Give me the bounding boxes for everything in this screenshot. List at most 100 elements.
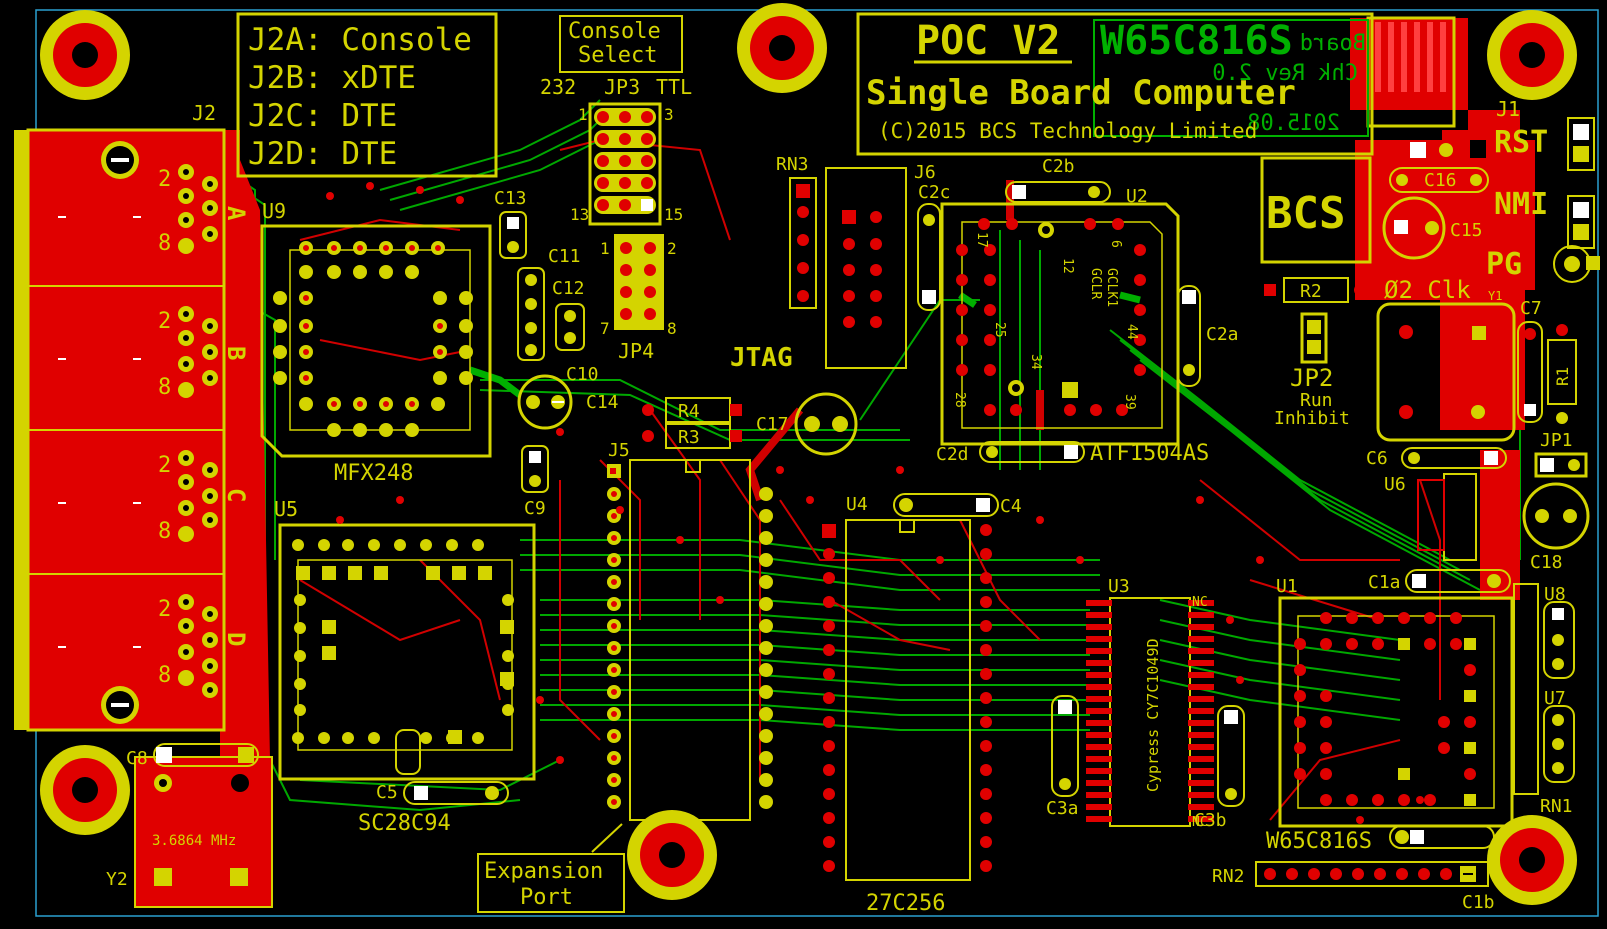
u9-ref: U9 (262, 199, 286, 223)
jp3-pin3: 3 (664, 105, 674, 124)
jp4-pin1: 1 (600, 239, 610, 258)
u8-u7-rn1: U8 U7 RN1 (1513, 583, 1575, 817)
pg-label[interactable]: PG (1486, 247, 1522, 282)
u7-label: U7 (1544, 688, 1566, 709)
u9-mfx248: U9 MFX248 (260, 199, 492, 486)
j2a-pin2: 2 (158, 167, 171, 192)
jp4-pin2: 2 (667, 239, 677, 258)
jp2-run: Run (1300, 390, 1333, 411)
u5-sc28c94: U5 SC28C94 (274, 497, 536, 836)
u1-ref: U1 (1276, 576, 1298, 597)
pld-pin44: 44 (1124, 324, 1139, 340)
j2a-pin8: 8 (158, 231, 171, 256)
r2-label: R2 (1300, 281, 1322, 302)
capacitor-group-left: C13 C11 C12 C10 C14 C9 (494, 188, 619, 519)
c2a-label: C2a (1206, 324, 1239, 345)
c7-r1: C7 R1 (1517, 298, 1577, 424)
jp4-pin7: 7 (600, 319, 610, 338)
u1-part: W65C816S (1266, 829, 1372, 854)
c13-label: C13 (494, 188, 527, 209)
jp3-label: JP3 (604, 75, 640, 99)
jp3-pin15: 15 (664, 205, 683, 224)
c3-caps: C3a C3b (1046, 695, 1245, 831)
c15-label: C15 (1450, 220, 1483, 241)
expansion-port-label: Expansion Port (477, 823, 625, 913)
c11-label: C11 (548, 246, 581, 267)
legend-line-4: J2D: DTE (248, 136, 397, 172)
j2c-pin2: 2 (158, 453, 171, 478)
rn1-label: RN1 (1540, 796, 1573, 817)
pld-gclk: GCLK1 (1104, 268, 1119, 307)
top-copper-traces (299, 138, 1441, 821)
y2-crystal: 3.6864 MHz (134, 756, 273, 908)
u3-ref: U3 (1108, 576, 1130, 597)
j6-label: J6 (914, 162, 936, 183)
jp3-left: 232 (540, 75, 576, 99)
jp1-label: JP1 (1540, 430, 1573, 451)
c5-label: C5 (376, 782, 398, 803)
legend-line-2: J2B: xDTE (248, 60, 416, 96)
c8-label: C8 (126, 748, 148, 769)
c16-label: C16 (1424, 170, 1457, 191)
pld-pin25: 25 (992, 322, 1007, 338)
reset-label[interactable]: RST (1494, 125, 1548, 160)
u6-label: U6 (1384, 474, 1406, 495)
u4-part: 27C256 (866, 891, 945, 916)
r4-label: R4 (678, 401, 700, 422)
button-headers (1553, 117, 1600, 283)
c6-label: C6 (1366, 448, 1388, 469)
j2c-pin8: 8 (158, 519, 171, 544)
u3-nc-top: NC (1192, 595, 1208, 610)
u8-label: U8 (1544, 584, 1566, 605)
c17-label: C17 (756, 414, 789, 435)
vias (326, 182, 1424, 824)
legend-line-1: J2A: Console (248, 22, 472, 58)
mirror-rev: Chk Rev 2.0 (1212, 61, 1358, 86)
console-select-block: Console Select 232 JP3 TTL 1 3 13 15 (540, 15, 692, 226)
jp4-jumper: 1 2 7 8 JP4 (600, 234, 677, 363)
c1-caps: C1a C1b (1368, 569, 1511, 913)
pld-pin6: 6 (1108, 240, 1123, 248)
u4-ref: U4 (846, 494, 868, 515)
title-line2: Single Board Computer (866, 73, 1296, 113)
console-select-line1: Console (568, 19, 661, 44)
j2-copper-pour (14, 130, 270, 760)
r1-label: R1 (1553, 367, 1572, 386)
logo-text: BCS (1266, 188, 1345, 239)
c10-label: C10 (566, 364, 599, 385)
j2-port-d: D (222, 632, 250, 646)
pld-pin17: 17 (974, 232, 989, 248)
mirror-date: 2015.08 (1247, 111, 1340, 136)
c17-cap: C17 (756, 392, 858, 456)
title-line3: (C)2015 BCS Technology Limited (878, 119, 1257, 143)
c2b-label: C2b (1042, 156, 1075, 177)
j2d-pin8: 8 (158, 663, 171, 688)
title-line1: POC V2 (916, 18, 1061, 64)
u6-regulator: U6 C6 (1366, 447, 1507, 561)
u9-part: MFX248 (334, 461, 413, 486)
c3b-label: C3b (1194, 810, 1227, 831)
j2-connector: 2 8 2 8 2 8 2 8 A B C D (14, 128, 250, 732)
pld-pin12: 12 (1060, 258, 1075, 274)
j1-label: J1 (1496, 97, 1520, 121)
resistors-r3-r4: R4 R3 (642, 397, 742, 449)
y1-oscillator: Y1 Ø2 Clk (1376, 276, 1516, 442)
j2-port-a: A (222, 206, 250, 221)
j2-label: J2 (192, 101, 216, 125)
console-select-line2: Select (578, 43, 657, 68)
c14-label: C14 (586, 392, 619, 413)
pld-pin34: 34 (1028, 354, 1043, 370)
pld-pin28: 28 (952, 392, 967, 408)
u3-part: Cypress CY7C1049D (1144, 638, 1162, 792)
c9-label: C9 (524, 498, 546, 519)
c12-label: C12 (552, 278, 585, 299)
u5-part: SC28C94 (358, 811, 451, 836)
jp1-c18: JP1 C18 (1522, 430, 1590, 573)
nmi-label[interactable]: NMI (1494, 187, 1548, 222)
c3a-label: C3a (1046, 798, 1079, 819)
mirror-board: Board (1300, 31, 1366, 56)
c1a-label: C1a (1368, 572, 1401, 593)
title-block: Board Chk Rev 2.0 2015.08 POC V2 W65C816… (856, 12, 1374, 156)
u4-27c256: U4 27C256 (822, 494, 992, 916)
c4-cap: C4 (893, 493, 1022, 517)
